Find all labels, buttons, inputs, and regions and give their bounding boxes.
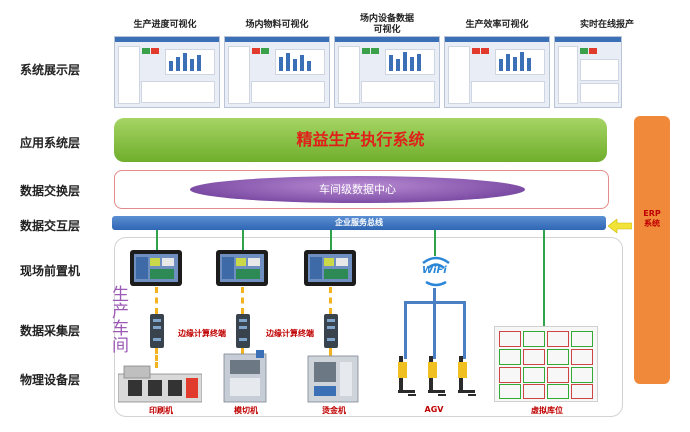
service-bus: 企业服务总线 xyxy=(112,216,606,230)
application-system-label: 精益生产执行系统 xyxy=(296,130,425,149)
agv-forklift-icon xyxy=(458,356,476,396)
dashboard-thumbnail xyxy=(554,36,622,108)
dashboard-thumbnail xyxy=(334,36,440,108)
field-zone-frame xyxy=(114,237,623,417)
die-cutting-machine-icon xyxy=(223,350,267,403)
touch-panel-device xyxy=(216,250,268,286)
link-line xyxy=(329,287,332,314)
display-title-efficiency: 生产效率可视化 xyxy=(465,20,529,30)
agv-forklift-icon xyxy=(428,356,446,396)
link-line xyxy=(241,287,244,314)
display-title-material: 场内物料可视化 xyxy=(245,20,309,30)
edge-terminal-device xyxy=(236,314,250,348)
layer-label-exchange: 数据交换层 xyxy=(20,184,81,198)
link-line xyxy=(155,348,158,368)
dashboard-thumbnail xyxy=(224,36,330,108)
link-line xyxy=(433,288,436,302)
equipment-label-hot-stamping: 烫金机 xyxy=(322,406,346,415)
data-center-disc: 车间级数据中心 xyxy=(190,176,525,203)
link-line xyxy=(433,301,436,359)
equipment-label-agv: AGV xyxy=(424,405,444,414)
link-line xyxy=(242,230,244,250)
layer-label-collection: 数据采集层 xyxy=(20,324,81,338)
link-line xyxy=(434,230,436,256)
edge-terminal-device xyxy=(324,314,338,348)
agv-forklift-icon xyxy=(398,356,416,396)
touch-panel-device xyxy=(304,250,356,286)
link-line xyxy=(155,287,158,314)
display-title-report: 实时在线报产 xyxy=(579,20,634,30)
data-center-label: 车间级数据中心 xyxy=(319,183,396,196)
service-bus-label: 企业服务总线 xyxy=(335,218,383,227)
link-line xyxy=(543,230,545,330)
hot-stamping-machine-icon xyxy=(307,355,359,403)
display-title-progress: 生产进度可视化 xyxy=(133,20,197,30)
display-title-equipment: 场内设备数据 可视化 xyxy=(359,14,414,35)
virtual-warehouse-grid xyxy=(494,326,598,402)
layer-label-physical: 物理设备层 xyxy=(20,373,81,387)
erp-label: ERP 系统 xyxy=(643,209,661,228)
equipment-label-printing: 印刷机 xyxy=(149,406,173,415)
link-line xyxy=(463,301,466,359)
equipment-label-virtual-warehouse: 虚拟库位 xyxy=(531,406,563,415)
layer-label-frontend: 现场前置机 xyxy=(20,264,81,278)
application-system-bar: 精益生产执行系统 xyxy=(114,118,607,162)
edge-terminal-label: 边缘计算终端 xyxy=(178,329,226,338)
link-line xyxy=(156,230,158,250)
wifi-label: WiFi xyxy=(422,265,447,276)
layer-label-display: 系统展示层 xyxy=(20,63,81,77)
edge-terminal-device xyxy=(150,314,164,348)
dashboard-thumbnail xyxy=(444,36,550,108)
link-line xyxy=(241,348,244,358)
touch-panel-device xyxy=(130,250,182,286)
link-line xyxy=(404,301,407,359)
link-line xyxy=(329,348,332,358)
data-exchange-frame xyxy=(114,170,609,209)
erp-system-block: ERP 系统 xyxy=(634,116,670,384)
dashboard-thumbnail xyxy=(114,36,220,108)
erp-arrow-icon xyxy=(608,219,632,233)
printing-machine-icon xyxy=(118,365,202,403)
equipment-label-die-cutting: 模切机 xyxy=(234,406,258,415)
edge-terminal-label: 边缘计算终端 xyxy=(266,329,314,338)
wifi-icon xyxy=(422,256,450,287)
layer-label-interaction: 数据交互层 xyxy=(20,219,81,233)
layer-label-application: 应用系统层 xyxy=(20,136,81,150)
production-workshop-label: 生 产 车 间 xyxy=(112,285,129,356)
link-line xyxy=(330,230,332,250)
